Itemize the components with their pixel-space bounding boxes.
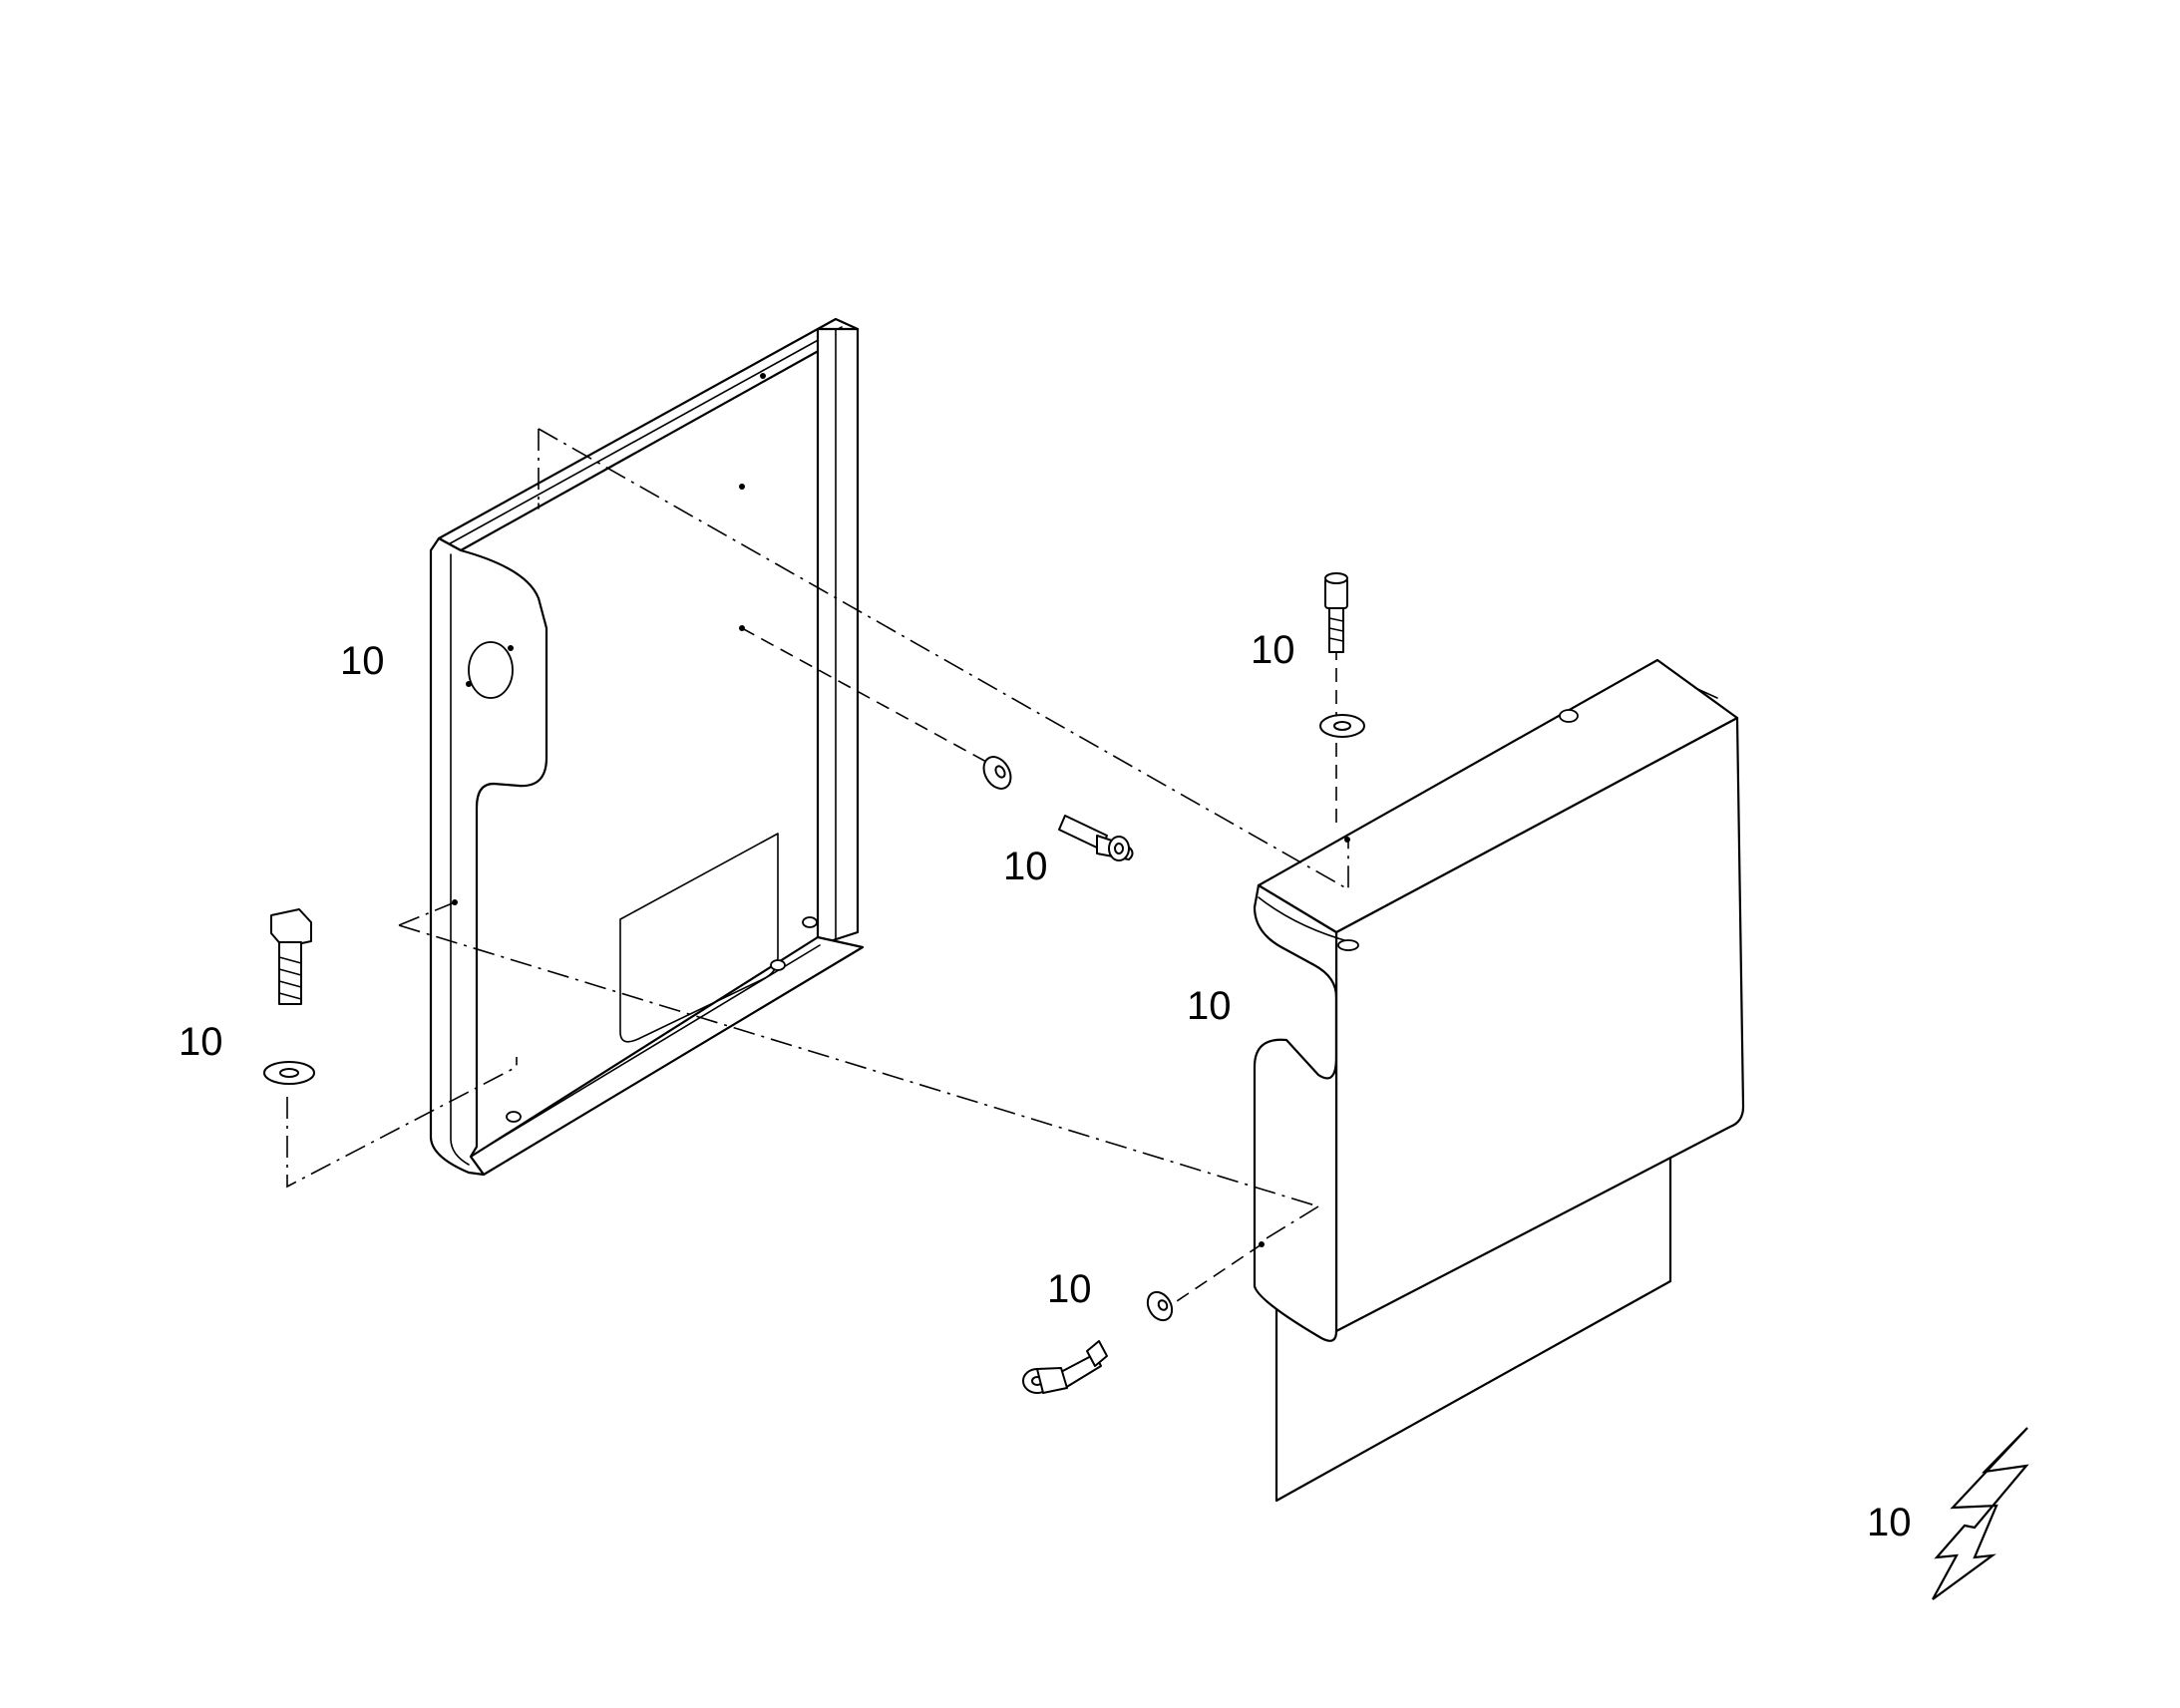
callout-upper-right-bolt: 10 (1251, 628, 1295, 672)
left-bolt (263, 908, 315, 1085)
callout-lower-bolt: 10 (1047, 1267, 1092, 1311)
assembly-center-lines (286, 428, 1349, 1302)
center-bolt (982, 756, 1134, 861)
upper-right-bolt (1319, 572, 1365, 738)
right-cover (1253, 658, 1745, 1503)
callout-right-cover: 10 (1187, 984, 1232, 1028)
lower-bolt (1022, 1290, 1174, 1394)
callout-center-bolt: 10 (1003, 845, 1048, 888)
callout-left-bolt: 10 (179, 1020, 223, 1064)
callout-lightning-symbol: 10 (1867, 1501, 1912, 1544)
callout-left-bracket: 10 (340, 639, 385, 683)
left-bracket (429, 317, 865, 1177)
lightning-bolt-icon (1932, 1427, 2029, 1600)
